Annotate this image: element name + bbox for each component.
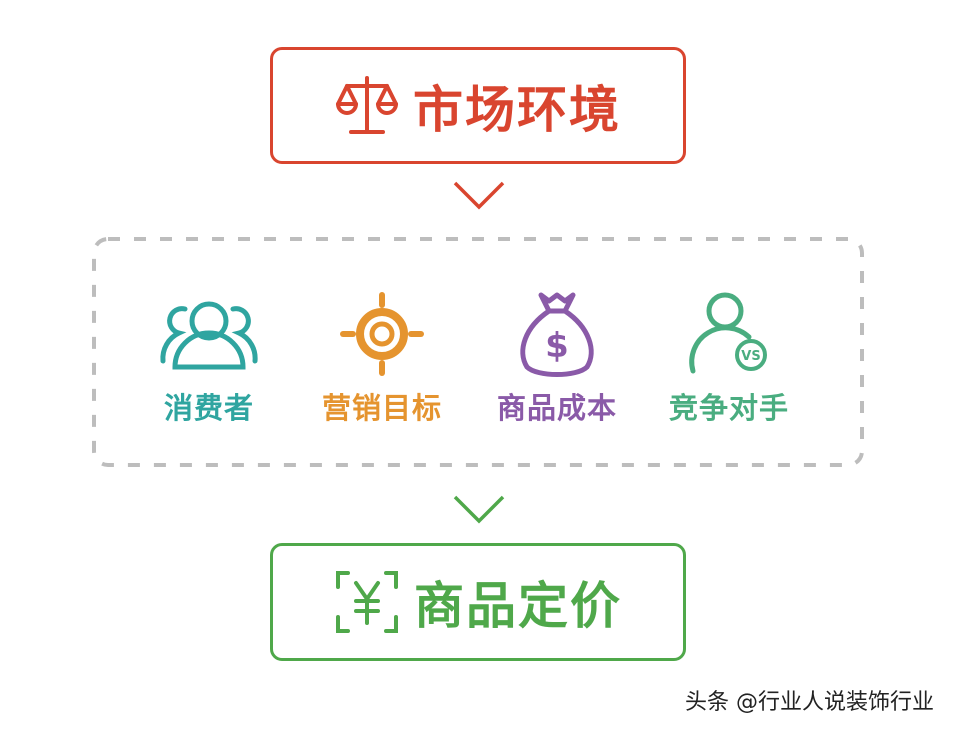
watermark: 头条 @行业人说装饰行业	[685, 690, 934, 715]
competitor-vs-icon: VS	[689, 292, 767, 374]
factor-product-cost: $ 商品成本	[477, 289, 637, 427]
factor-marketing-target: 营销目标	[302, 289, 462, 427]
chevron-down-icon	[453, 181, 505, 210]
market-environment-title: 市场环境	[413, 80, 621, 139]
consumers-icon	[160, 301, 258, 370]
scales-icon	[336, 75, 398, 134]
svg-text:$: $	[545, 326, 569, 366]
market-environment-box: 市场环境	[270, 47, 686, 164]
factors-group: 消费者 营销目标 $ 商品成本 VS 竞争对手	[92, 237, 864, 467]
money-bag-icon: $	[520, 292, 594, 377]
chevron-down-icon	[453, 495, 505, 524]
svg-text:VS: VS	[741, 349, 760, 364]
factor-label-competitor: 竞争对手	[668, 391, 789, 425]
target-icon	[340, 292, 424, 376]
factors-dashed-border	[92, 237, 864, 467]
factor-label-marketing-target: 营销目标	[321, 391, 442, 425]
yuan-bracket-icon	[336, 571, 398, 633]
factor-consumers: 消费者	[129, 289, 289, 427]
factor-competitor: VS 竞争对手	[649, 289, 809, 427]
factor-label-product-cost: 商品成本	[496, 391, 617, 425]
product-pricing-title: 商品定价	[414, 577, 622, 635]
factor-label-consumers: 消费者	[163, 391, 254, 425]
product-pricing-box: 商品定价	[270, 543, 686, 661]
